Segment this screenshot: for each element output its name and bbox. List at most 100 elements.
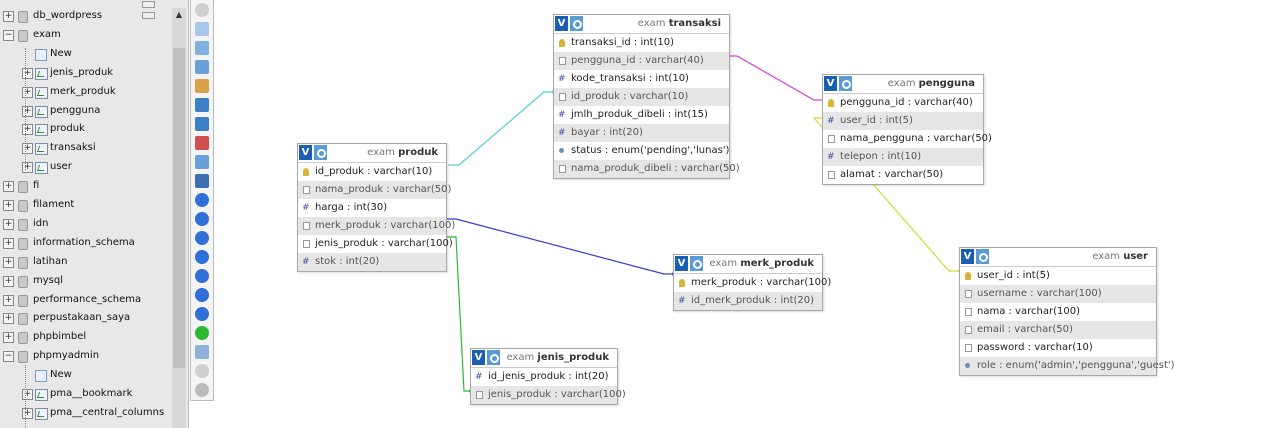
toggle-grid-icon[interactable] bbox=[195, 41, 209, 55]
column-row[interactable]: merk_produk : varchar(100) bbox=[674, 274, 831, 292]
show-all-icon[interactable] bbox=[195, 3, 209, 17]
collapse-icon[interactable]: − bbox=[3, 351, 14, 363]
tree-db-item[interactable]: +mysql bbox=[0, 272, 172, 291]
expand-icon[interactable]: + bbox=[22, 105, 33, 117]
tree-table-item[interactable]: +transaksi bbox=[0, 139, 172, 158]
expand-icon[interactable]: + bbox=[3, 256, 14, 268]
tree-table-item[interactable]: +pma__bookmark bbox=[0, 385, 172, 404]
column-row[interactable]: role : enum('admin','pengguna','guest') bbox=[960, 357, 1175, 375]
column-row[interactable]: #user_id : int(5) bbox=[823, 112, 983, 130]
help-icon[interactable] bbox=[195, 193, 209, 207]
tree-table-item[interactable]: +pengguna bbox=[0, 102, 172, 121]
column-row[interactable]: transaksi_id : int(10) bbox=[554, 34, 729, 52]
toggle-columns-button[interactable]: V bbox=[472, 350, 485, 365]
toggle-columns-button[interactable]: V bbox=[555, 16, 568, 31]
tree-db-item[interactable]: +latihan bbox=[0, 253, 172, 272]
settings-icon[interactable] bbox=[195, 364, 209, 378]
table-settings-gear-icon[interactable] bbox=[976, 249, 989, 264]
expand-icon[interactable]: + bbox=[22, 143, 33, 155]
direct-link-icon[interactable] bbox=[195, 288, 209, 302]
table-settings-gear-icon[interactable] bbox=[570, 16, 583, 31]
expand-icon[interactable]: + bbox=[22, 389, 33, 400]
column-row[interactable]: username : varchar(100) bbox=[960, 285, 1156, 303]
expand-icon[interactable]: + bbox=[3, 218, 14, 230]
tree-db-item[interactable]: +perpustakaan_saya bbox=[0, 309, 172, 328]
table-settings-gear-icon[interactable] bbox=[839, 76, 852, 91]
tree-db-item[interactable]: +filament bbox=[0, 196, 172, 215]
tree-db-item[interactable]: +idn bbox=[0, 215, 172, 234]
column-row[interactable]: pengguna_id : varchar(40) bbox=[554, 52, 729, 70]
sidebar-collapse-controls[interactable] bbox=[142, 0, 170, 19]
column-row[interactable]: #id_merk_produk : int(20) bbox=[674, 292, 822, 310]
link-icon[interactable] bbox=[195, 250, 209, 264]
toggle-columns-button[interactable]: V bbox=[824, 76, 837, 91]
toggle-columns-button[interactable]: V bbox=[961, 249, 974, 264]
column-row[interactable]: password : varchar(10) bbox=[960, 339, 1156, 357]
column-row[interactable]: nama_produk : varchar(50) bbox=[298, 181, 451, 199]
toggle-columns-button[interactable]: V bbox=[675, 256, 688, 271]
table-settings-gear-icon[interactable] bbox=[487, 350, 500, 365]
tree-table-item[interactable]: +merk_produk bbox=[0, 83, 172, 102]
tree-item-new[interactable]: New bbox=[0, 366, 172, 385]
column-row[interactable]: jenis_produk : varchar(100) bbox=[298, 235, 453, 253]
expand-icon[interactable]: + bbox=[3, 332, 14, 344]
column-row[interactable]: user_id : int(5) bbox=[960, 267, 1156, 285]
tree-table-item[interactable]: +user bbox=[0, 158, 172, 177]
relation-line-produk-jenis[interactable] bbox=[446, 236, 471, 392]
tree-table-item[interactable]: +produk bbox=[0, 120, 172, 139]
column-row[interactable]: #bayar : int(20) bbox=[554, 124, 729, 142]
scroll-thumb[interactable] bbox=[173, 48, 185, 368]
expand-icon[interactable]: + bbox=[3, 237, 14, 249]
expand-icon[interactable]: + bbox=[22, 162, 33, 174]
column-row[interactable]: pengguna_id : varchar(40) bbox=[823, 94, 983, 112]
expand-icon[interactable]: + bbox=[3, 200, 14, 211]
column-row[interactable]: #stok : int(20) bbox=[298, 253, 446, 271]
expand-icon[interactable]: + bbox=[3, 181, 14, 193]
tree-db-item[interactable]: +fi bbox=[0, 177, 172, 196]
expand-icon[interactable]: + bbox=[22, 124, 33, 136]
relation-line-produk-merk[interactable] bbox=[446, 218, 674, 275]
list-icon[interactable] bbox=[195, 155, 209, 169]
save-icon[interactable] bbox=[195, 98, 209, 112]
column-row[interactable]: jenis_produk : varchar(100) bbox=[471, 386, 626, 404]
expand-icon[interactable]: + bbox=[3, 294, 14, 306]
column-row[interactable]: #telepon : int(10) bbox=[823, 148, 983, 166]
column-row[interactable]: alamat : varchar(50) bbox=[823, 166, 983, 184]
tree-db-item[interactable]: +performance_schema bbox=[0, 291, 172, 310]
column-row[interactable]: nama_pengguna : varchar(50) bbox=[823, 130, 992, 148]
table-settings-gear-icon[interactable] bbox=[690, 256, 703, 271]
angular-icon[interactable] bbox=[195, 269, 209, 283]
import-icon[interactable] bbox=[195, 345, 209, 359]
delete-icon[interactable] bbox=[195, 136, 209, 150]
tree-item-new[interactable]: New bbox=[0, 45, 172, 64]
zoom-icon[interactable] bbox=[195, 212, 209, 226]
column-row[interactable]: nama : varchar(100) bbox=[960, 303, 1156, 321]
tree-table-item[interactable]: +jenis_produk bbox=[0, 64, 172, 83]
bookmark-icon[interactable] bbox=[195, 307, 209, 321]
column-row[interactable]: nama_produk_dibeli : varchar(50) bbox=[554, 160, 740, 178]
sidebar-scrollbar[interactable]: ▲ bbox=[172, 8, 186, 428]
relation-line-icon[interactable] bbox=[195, 174, 209, 188]
collapse-icon[interactable]: − bbox=[3, 29, 14, 41]
column-row[interactable]: #jmlh_produk_dibeli : int(15) bbox=[554, 106, 729, 124]
export-icon[interactable] bbox=[195, 326, 209, 340]
info-icon[interactable] bbox=[195, 231, 209, 245]
tree-db-item[interactable]: +information_schema bbox=[0, 234, 172, 253]
expand-icon[interactable]: + bbox=[3, 313, 14, 325]
expand-icon[interactable]: + bbox=[3, 275, 14, 287]
column-row[interactable]: merk_produk : varchar(100) bbox=[298, 217, 455, 235]
expand-icon[interactable]: + bbox=[22, 86, 33, 98]
edit-icon[interactable] bbox=[195, 79, 209, 93]
expand-icon[interactable]: + bbox=[22, 407, 33, 419]
fit-icon[interactable] bbox=[195, 22, 209, 36]
relation-line-produk-transaksi[interactable] bbox=[448, 91, 554, 166]
save-as-icon[interactable] bbox=[195, 117, 209, 131]
column-row[interactable]: #harga : int(30) bbox=[298, 199, 446, 217]
